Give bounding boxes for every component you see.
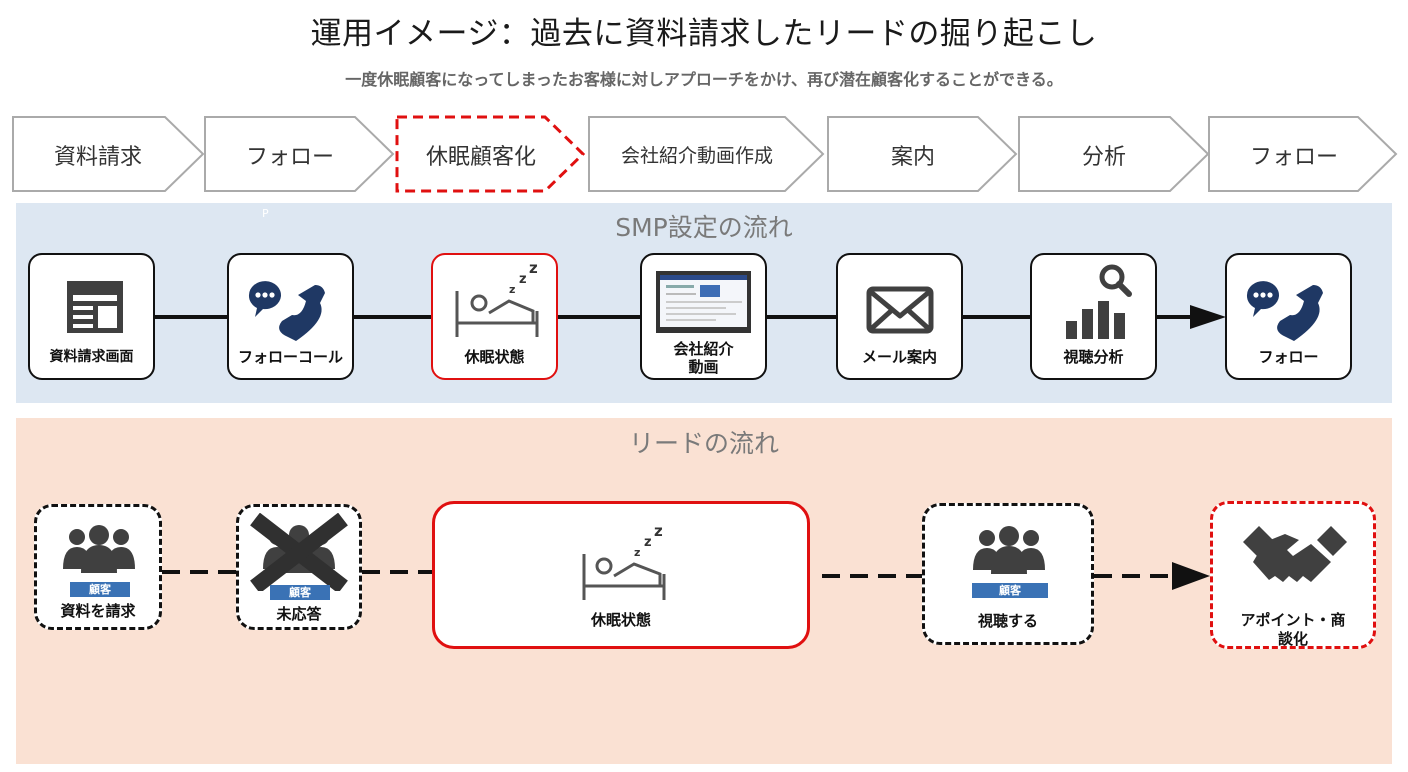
step-label-1: 資料請求 <box>53 144 142 170</box>
smp-card-follow: フォロー <box>1225 253 1352 380</box>
smp-flow-title: SMP設定の流れ <box>615 213 793 242</box>
chevron-step-3-highlight <box>395 115 586 193</box>
lead-card-label: 休眠状態 <box>590 611 651 629</box>
video-screen-icon <box>642 261 765 345</box>
handshake-icon <box>1243 526 1347 582</box>
smp-card-label: 会社紹介 動画 <box>673 340 734 376</box>
chevron-step-5 <box>827 116 1018 192</box>
chevron-step-6 <box>1018 116 1210 192</box>
sleeping-bed-icon: z z z <box>582 522 666 600</box>
step-label-4: 会社紹介動画作成 <box>620 145 773 167</box>
lead-card-label: 未応答 <box>276 605 322 623</box>
svg-text:z: z <box>509 283 515 296</box>
smp-card-label: 休眠状態 <box>464 348 525 366</box>
svg-text:z: z <box>644 535 652 550</box>
smp-card-video: 会社紹介 動画 <box>640 253 767 380</box>
step-label-3: 休眠顧客化 <box>425 144 536 170</box>
lead-flow-title: リードの流れ <box>628 429 779 458</box>
lead-card-request: 顧客 資料を請求 <box>34 504 162 630</box>
page-title: 運用イメージ：過去に資料請求したリードの掘り起こし <box>310 16 1098 52</box>
step-label-6: 分析 <box>1081 144 1126 170</box>
status-badge: 顧客 <box>972 583 1048 598</box>
svg-text:z: z <box>529 261 538 277</box>
step-label-2: フォロー <box>245 144 334 170</box>
lead-card-appointment: アポイント・商 談化 <box>1210 501 1376 649</box>
lead-card-label: 視聴する <box>977 612 1038 630</box>
people-icon <box>973 526 1045 574</box>
svg-text:z: z <box>654 522 663 540</box>
stray-mark: P <box>262 207 269 220</box>
envelope-icon <box>838 261 961 345</box>
chevron-step-7 <box>1208 116 1398 192</box>
smp-card-follow-call: フォローコール <box>227 253 354 380</box>
smp-card-label: 視聴分析 <box>1063 348 1124 366</box>
chevron-step-2 <box>204 116 395 192</box>
svg-text:z: z <box>634 546 640 559</box>
step-label-5: 案内 <box>890 144 935 170</box>
lead-card-label: アポイント・商 談化 <box>1240 611 1346 648</box>
smp-card-label: メール案内 <box>861 348 937 366</box>
smp-card-analytics: 視聴分析 <box>1030 253 1157 380</box>
smp-card-label: フォロー <box>1258 348 1319 366</box>
smp-card-mail: メール案内 <box>836 253 963 380</box>
process-chevrons <box>12 115 1398 193</box>
status-badge: 顧客 <box>70 582 130 597</box>
smp-card-dormant: z z z 休眠状態 <box>431 253 558 380</box>
lead-card-view: 顧客 視聴する <box>922 503 1094 645</box>
smp-card-label: 資料請求画面 <box>49 349 134 365</box>
lead-card-dormant: z z z 休眠状態 <box>432 501 810 649</box>
lead-card-label: 資料を請求 <box>60 602 136 620</box>
people-icon <box>63 525 135 573</box>
step-label-7: フォロー <box>1249 144 1338 170</box>
sleeping-bed-icon: z z z <box>433 261 556 345</box>
smp-card-document: 資料請求画面 <box>28 253 155 380</box>
svg-text:z: z <box>519 272 527 287</box>
lead-card-no-response: 顧客 未応答 <box>236 504 362 630</box>
smp-card-label: フォローコール <box>237 348 343 366</box>
phone-chat-icon <box>229 261 352 345</box>
status-badge: 顧客 <box>270 585 330 600</box>
phone-chat-icon <box>1227 261 1350 345</box>
analytics-icon <box>1032 261 1155 345</box>
cross-icon <box>250 513 348 591</box>
chevron-step-1 <box>12 116 205 192</box>
document-icon <box>30 261 153 345</box>
chevron-step-4 <box>588 116 825 192</box>
page-subtitle: 一度休眠顧客になってしまったお客様に対しアプローチをかけ、再び潜在顧客化すること… <box>345 70 1063 89</box>
